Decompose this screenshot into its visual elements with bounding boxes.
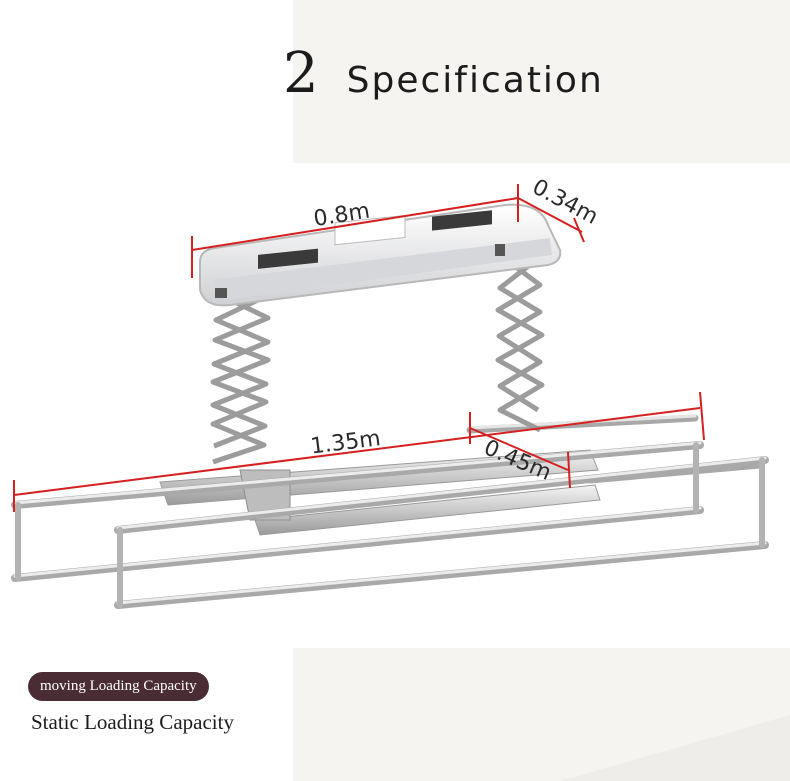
dim-rod-length: 1.35m [309,426,382,459]
drying-rack-illustration: 0.8m 0.34m 1.35m 0.45m [11,175,769,609]
hanging-rods [11,441,769,609]
scissor-arm-left [210,292,271,465]
background-panel-top [293,0,790,163]
section-number: 2 [283,41,319,106]
motor-box [199,203,562,307]
static-capacity-label: Static Loading Capacity [31,710,234,734]
section-title: 2 Specification [283,46,604,116]
moving-capacity-badge: moving Loading Capacity [28,672,209,701]
dimension-lines [13,184,705,512]
rod-end-frames [15,442,765,608]
section-heading: Specification [346,60,604,101]
scissor-arm-right [495,253,545,433]
